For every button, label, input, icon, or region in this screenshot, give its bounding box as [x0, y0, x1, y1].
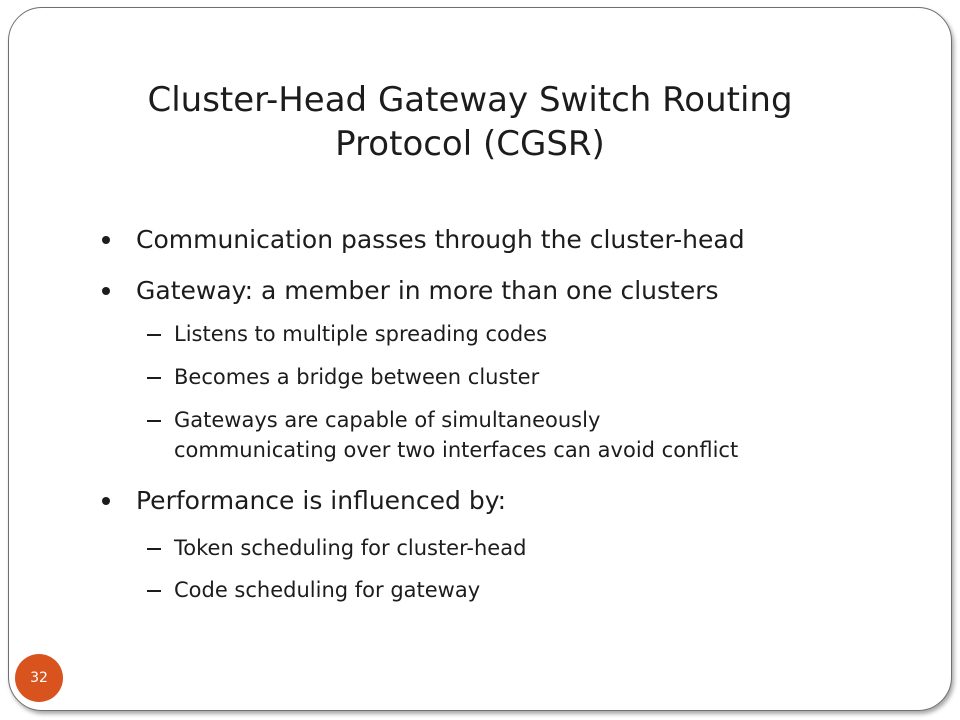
slide-number-badge: 32 [15, 654, 63, 702]
slide-frame [8, 7, 952, 711]
sub-bullet-text: Gateways are capable of simultaneously [174, 408, 601, 432]
sub-bullet-text: Code scheduling for gateway [174, 578, 481, 602]
dash-icon [147, 334, 161, 336]
dash-icon [147, 548, 161, 550]
bullet-text: Performance is influenced by: [136, 486, 507, 515]
sub-bullet-token-scheduling: Token scheduling for cluster-head [147, 533, 526, 563]
bullet-gateway: Gateway: a member in more than one clust… [100, 275, 719, 307]
sub-bullet-text: Listens to multiple spreading codes [174, 322, 548, 346]
slide-title-line-2: Protocol (CGSR) [335, 124, 605, 164]
sub-bullet-spreading-codes: Listens to multiple spreading codes [147, 319, 547, 349]
sub-bullet-text: Becomes a bridge between cluster [174, 365, 540, 389]
sub-bullet-text-continued: communicating over two interfaces can av… [174, 438, 739, 462]
bullet-dot-icon [102, 497, 110, 505]
dash-icon [147, 590, 161, 592]
dash-icon [147, 420, 161, 422]
bullet-performance: Performance is influenced by: [100, 485, 506, 517]
bullet-text: Gateway: a member in more than one clust… [136, 276, 719, 305]
bullet-communication: Communication passes through the cluster… [100, 224, 745, 256]
slide-title-line-1: Cluster-Head Gateway Switch Routing [147, 80, 793, 120]
sub-bullet-code-scheduling: Code scheduling for gateway [147, 575, 480, 605]
bullet-dot-icon [102, 236, 110, 244]
dash-icon [147, 377, 161, 379]
sub-bullet-simultaneous: Gateways are capable of simultaneously c… [147, 405, 738, 465]
sub-bullet-bridge: Becomes a bridge between cluster [147, 362, 539, 392]
slide-title: Cluster-Head Gateway Switch Routing Prot… [90, 78, 850, 166]
bullet-text: Communication passes through the cluster… [136, 225, 745, 254]
sub-bullet-text: Token scheduling for cluster-head [174, 536, 527, 560]
bullet-dot-icon [102, 287, 110, 295]
